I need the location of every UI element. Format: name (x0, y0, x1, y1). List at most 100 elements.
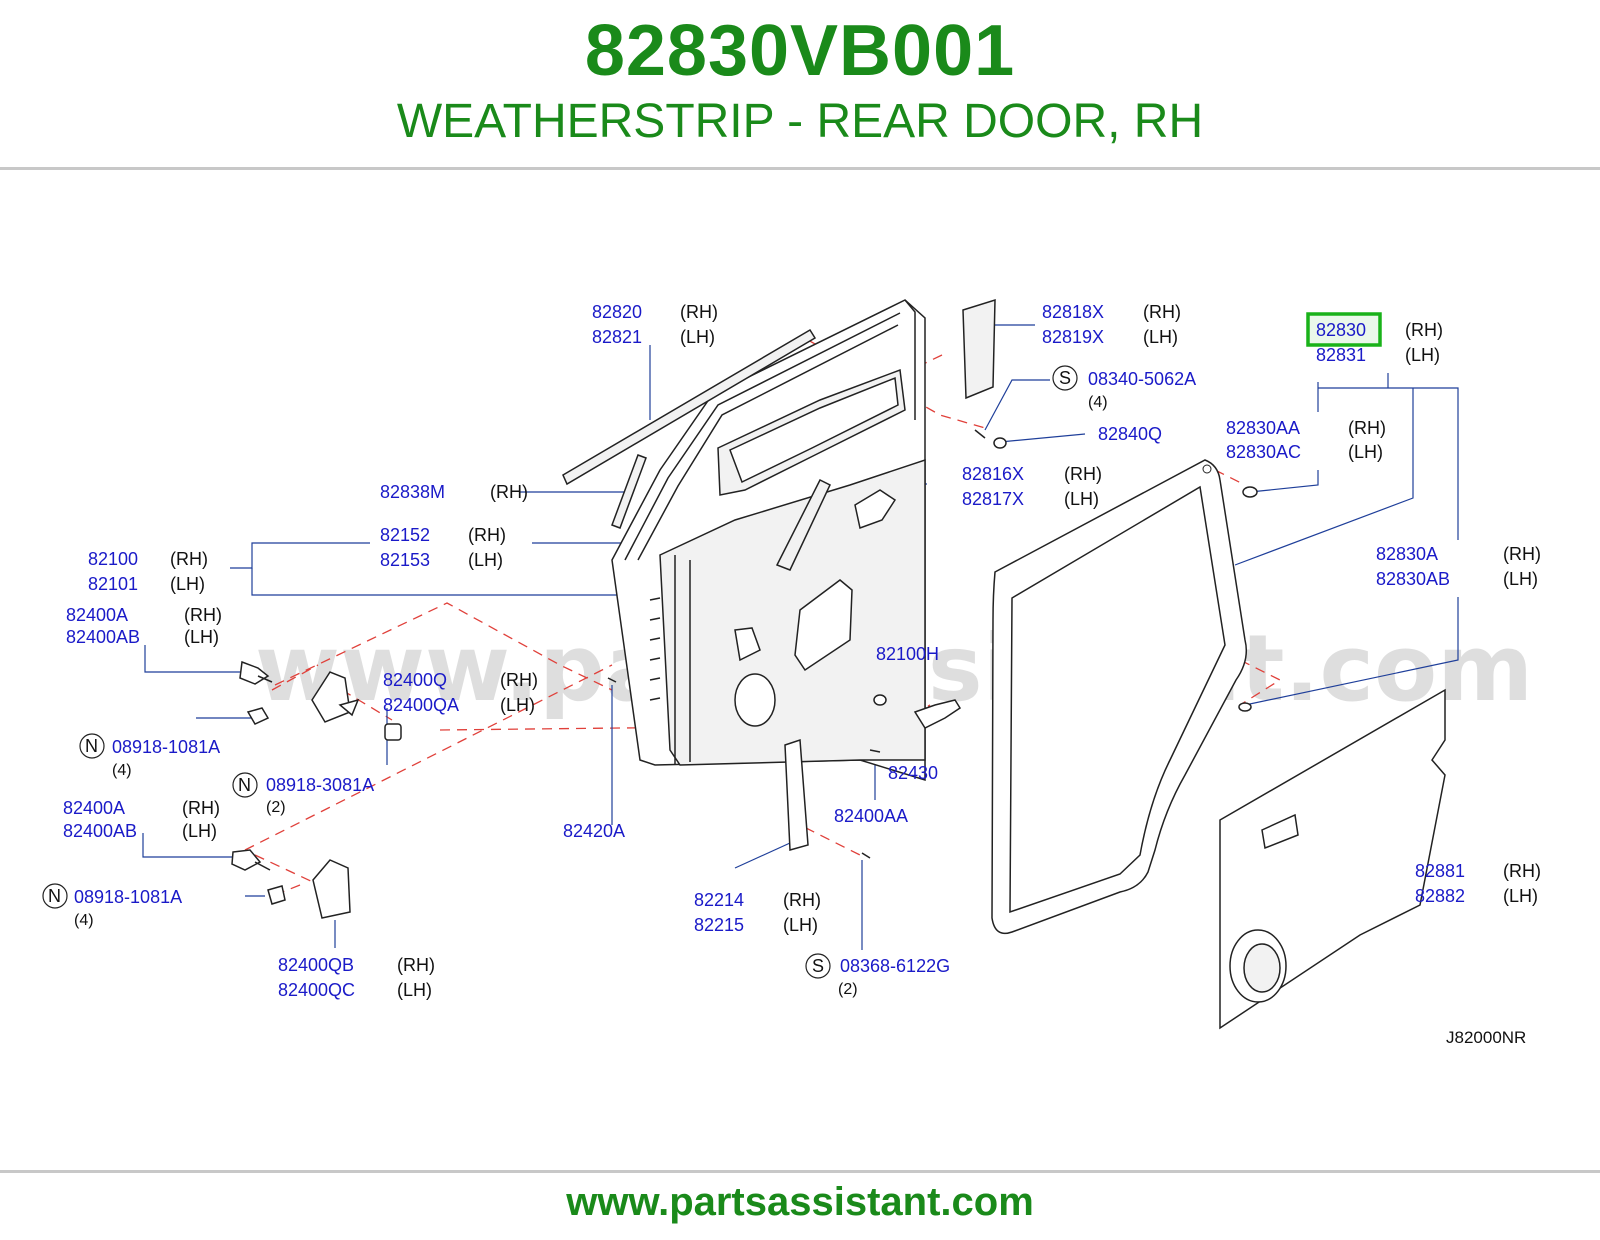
part-link-82816X[interactable]: 82816X (962, 464, 1024, 484)
part-link-82214[interactable]: 82214 (694, 890, 744, 910)
side-label: (LH) (1503, 569, 1538, 589)
part-link-82882[interactable]: 82882 (1415, 886, 1465, 906)
belt-molding-strip (562, 328, 817, 486)
part-link-82153[interactable]: 82153 (380, 550, 430, 570)
lower-hinge (231, 849, 351, 919)
part-link-82100H[interactable]: 82100H (876, 644, 939, 664)
part-link-82830AB[interactable]: 82830AB (1376, 569, 1450, 589)
side-label: (RH) (1064, 464, 1102, 484)
side-label: (LH) (184, 627, 219, 647)
part-link-82821[interactable]: 82821 (592, 327, 642, 347)
rear-door-weatherstrip (991, 459, 1248, 935)
side-label: (RH) (1503, 544, 1541, 564)
footer-site-link[interactable]: www.partsassistant.com (566, 1180, 1034, 1224)
screw-and-clip (974, 429, 1007, 449)
part-link-82400QB[interactable]: 82400QB (278, 955, 354, 975)
header-divider (0, 167, 1600, 170)
part-link-08340-5062A[interactable]: 08340-5062A (1088, 369, 1196, 389)
side-label: (RH) (490, 482, 528, 502)
part-link-82400QA[interactable]: 82400QA (383, 695, 459, 715)
part-link-08918-1081A[interactable]: 08918-1081A (112, 737, 220, 757)
badge-n-08918-3081: N (232, 772, 258, 798)
hinge-screw (607, 677, 617, 683)
side-label: (RH) (1143, 302, 1181, 322)
badge-s-08368: S (805, 953, 831, 979)
part-link-82881[interactable]: 82881 (1415, 861, 1465, 881)
side-label: (LH) (1143, 327, 1178, 347)
part-labels: 82820 (RH) 82821 (LH) 82818X (RH) 82819X… (63, 302, 1541, 1047)
badge-n-08918-2: N (42, 883, 68, 909)
side-label: (RH) (170, 549, 208, 569)
part-link-82840Q[interactable]: 82840Q (1098, 424, 1162, 444)
part-link-08918-1081A-2[interactable]: 08918-1081A (74, 887, 182, 907)
quantity-label: (4) (74, 912, 94, 929)
part-link-82400Q[interactable]: 82400Q (383, 670, 447, 690)
quantity-label: (4) (112, 762, 132, 779)
svg-text:S: S (812, 956, 824, 976)
part-link-82818X[interactable]: 82818X (1042, 302, 1104, 322)
part-link-82400AB[interactable]: 82400AB (66, 627, 140, 647)
side-label: (LH) (397, 980, 432, 1000)
page-subtitle: WEATHERSTRIP - REAR DOOR, RH (396, 95, 1204, 148)
side-label: (LH) (1405, 345, 1440, 365)
page-title: 82830VB001 (584, 11, 1016, 91)
part-link-82430[interactable]: 82430 (888, 763, 938, 783)
side-label: (RH) (397, 955, 435, 975)
side-label: (RH) (182, 798, 220, 818)
door-trim-panel (1219, 688, 1446, 1030)
part-link-82400A-2[interactable]: 82400A (63, 798, 125, 818)
part-link-82830AA[interactable]: 82830AA (1226, 418, 1300, 438)
diagram-reference-code: J82000NR (1446, 1028, 1526, 1047)
badge-s-08340: S (1052, 365, 1078, 391)
side-label: (LH) (1503, 886, 1538, 906)
part-link-82101[interactable]: 82101 (88, 574, 138, 594)
svg-text:N: N (238, 775, 251, 795)
side-label: (LH) (468, 550, 503, 570)
leader-lines (142, 324, 1459, 950)
part-link-82830[interactable]: 82830 (1316, 320, 1366, 340)
part-link-82830A[interactable]: 82830A (1376, 544, 1438, 564)
side-label: (RH) (1348, 418, 1386, 438)
part-link-82819X[interactable]: 82819X (1042, 327, 1104, 347)
part-link-08368-6122G[interactable]: 08368-6122G (840, 956, 950, 976)
side-label: (RH) (680, 302, 718, 322)
part-link-82817X[interactable]: 82817X (962, 489, 1024, 509)
side-label: (RH) (184, 605, 222, 625)
part-link-82215[interactable]: 82215 (694, 915, 744, 935)
part-link-82400A[interactable]: 82400A (66, 605, 128, 625)
svg-text:S: S (1059, 368, 1071, 388)
part-link-82100[interactable]: 82100 (88, 549, 138, 569)
side-label: (LH) (182, 821, 217, 841)
footer-divider (0, 1170, 1600, 1173)
part-link-82420A[interactable]: 82420A (563, 821, 625, 841)
door-check-link (869, 694, 962, 753)
side-label: (LH) (170, 574, 205, 594)
part-link-82400AB-2[interactable]: 82400AB (63, 821, 137, 841)
side-label: (LH) (500, 695, 535, 715)
part-link-08918-3081A[interactable]: 08918-3081A (266, 775, 374, 795)
highlight-box (1306, 312, 1382, 347)
svg-text:N: N (85, 736, 98, 756)
part-link-82152[interactable]: 82152 (380, 525, 430, 545)
quantity-label: (2) (266, 799, 286, 816)
part-link-82400AA[interactable]: 82400AA (834, 806, 908, 826)
weatherstrip-clips (1238, 486, 1258, 712)
cover-plate (962, 298, 996, 400)
glass-run-channel (775, 478, 831, 571)
part-link-82831[interactable]: 82831 (1316, 345, 1366, 365)
side-label: (RH) (500, 670, 538, 690)
quantity-label: (4) (1088, 394, 1108, 411)
part-link-82830AC[interactable]: 82830AC (1226, 442, 1301, 462)
badge-n-08918-1: N (79, 733, 105, 759)
sash-channel (611, 454, 647, 529)
part-link-82400QC[interactable]: 82400QC (278, 980, 355, 1000)
part-link-82838M[interactable]: 82838M (380, 482, 445, 502)
side-label: (RH) (1405, 320, 1443, 340)
door-shell (611, 299, 926, 782)
quantity-label: (2) (838, 981, 858, 998)
svg-text:N: N (48, 886, 61, 906)
side-label: (LH) (1348, 442, 1383, 462)
side-label: (RH) (1503, 861, 1541, 881)
part-link-82820[interactable]: 82820 (592, 302, 642, 322)
